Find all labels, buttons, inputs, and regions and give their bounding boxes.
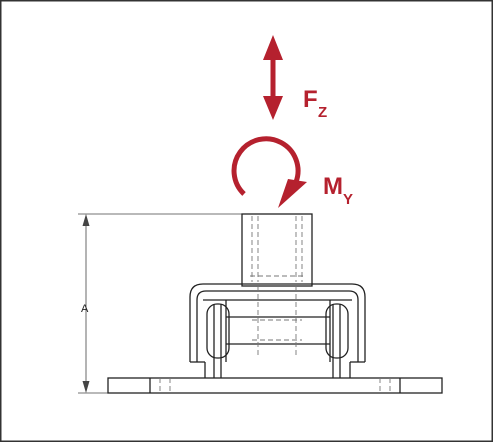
moment-label-subscript: Y: [343, 191, 353, 208]
base-plate: [107, 377, 443, 394]
dimension-label: A: [81, 303, 89, 315]
stud-hidden-lines: [250, 216, 304, 282]
moment-label: M: [323, 173, 343, 200]
moment-arc: [231, 136, 301, 196]
body-hidden-lines: [159, 286, 391, 393]
bracket-inner: [196, 290, 359, 362]
force-label-subscript: Z: [318, 104, 327, 121]
dimension-a: [78, 213, 242, 394]
left-elastomer: [206, 303, 230, 359]
dimension-arrow-top: [82, 214, 90, 226]
right-elastomer: [325, 303, 349, 359]
dimension-arrow-bottom: [82, 381, 90, 393]
bracket-outer: [189, 283, 366, 362]
moment-arrow-head: [278, 179, 307, 208]
force-arrow-top-head: [263, 35, 283, 60]
circular-arrow-icon: [231, 136, 307, 208]
mount-body: [107, 213, 443, 394]
stud: [241, 213, 313, 287]
force-label: F: [303, 86, 318, 113]
force-arrow-bottom-head: [263, 96, 283, 120]
double-headed-vertical-arrow-icon: [263, 35, 283, 120]
